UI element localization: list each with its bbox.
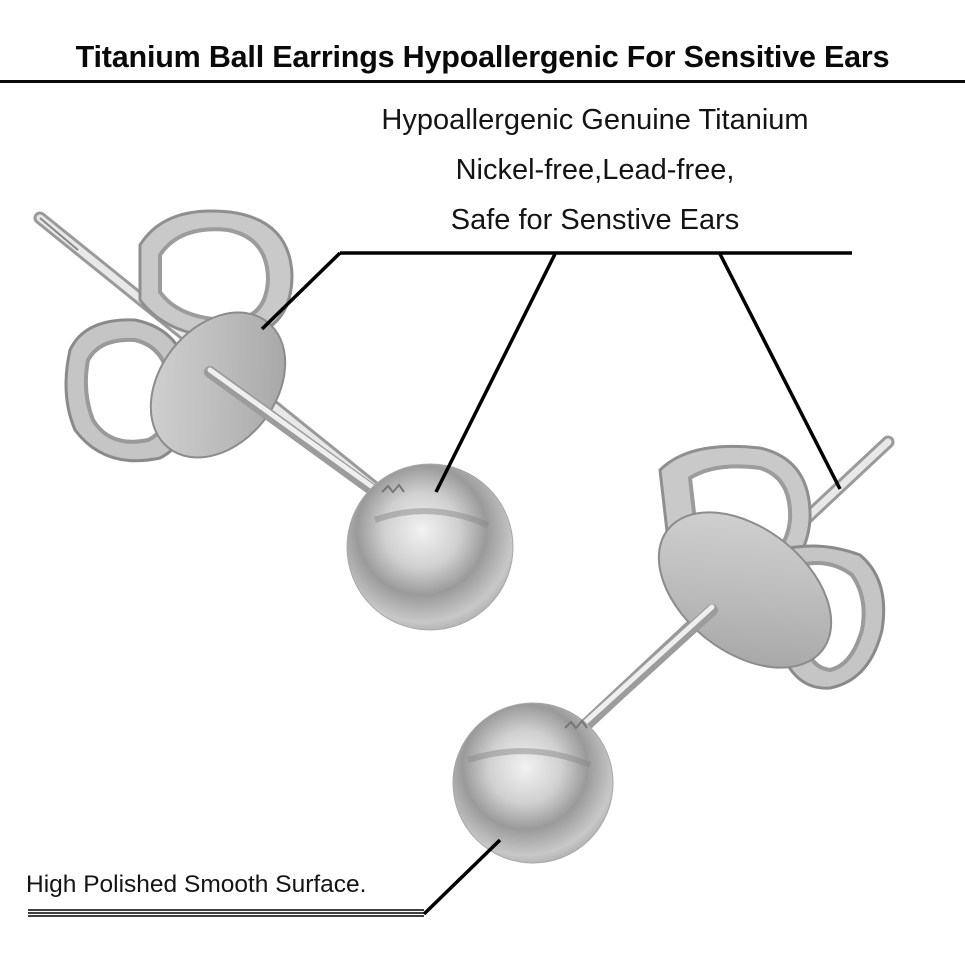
feature-line-hypoallergenic: Hypoallergenic Genuine Titanium <box>381 104 809 136</box>
surface-finish-label: High Polished Smooth Surface. <box>26 871 367 898</box>
earring-lower-right <box>452 435 895 864</box>
ball-icon <box>346 463 514 631</box>
feature-line-nickel-lead-free: Nickel-free,Lead-free, <box>455 154 735 186</box>
feature-callout-lines <box>260 251 852 493</box>
ball-icon <box>452 702 614 864</box>
page-title: Titanium Ball Earrings Hypoallergenic Fo… <box>75 40 890 74</box>
butterfly-back-icon <box>657 444 886 690</box>
title-underline <box>0 80 965 83</box>
feature-line-safe-ears: Safe for Senstive Ears <box>450 204 740 236</box>
surface-callout-line <box>28 838 502 917</box>
earring-upper-left <box>33 209 514 631</box>
butterfly-back-icon <box>64 209 294 463</box>
